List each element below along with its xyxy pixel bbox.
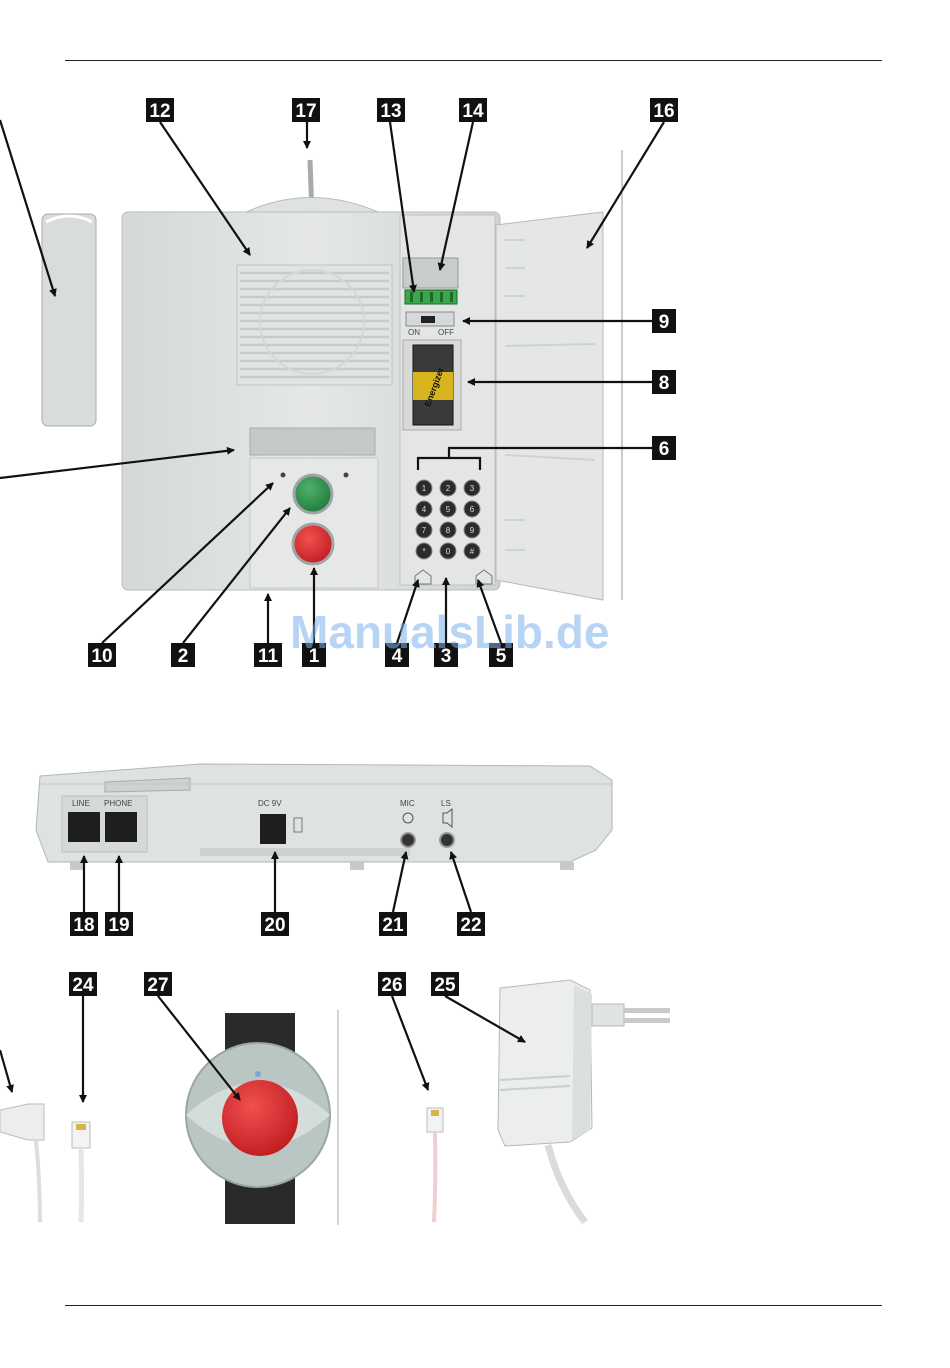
battery-door [496, 212, 603, 600]
svg-text:21: 21 [382, 915, 404, 936]
svg-text:11: 11 [258, 646, 279, 667]
callout-19: 19 [105, 912, 133, 936]
keypad-key[interactable]: 2 [440, 480, 456, 496]
svg-text:25: 25 [434, 975, 456, 996]
callout-25: 25 [431, 972, 459, 996]
keypad-key-label: 4 [422, 505, 427, 514]
svg-text:14: 14 [462, 101, 484, 122]
callout-8: 8 [652, 370, 676, 394]
keypad-key[interactable]: 9 [464, 522, 480, 538]
svg-text:19: 19 [108, 915, 129, 936]
callout-11: 11 [254, 643, 282, 667]
svg-text:27: 27 [147, 975, 168, 996]
ls-port-label: LS [441, 799, 451, 808]
keypad-key[interactable]: 4 [416, 501, 432, 517]
dc-jack[interactable] [260, 814, 286, 844]
watermark: ManualsLib.de [290, 606, 609, 658]
callout-18: 18 [70, 912, 98, 936]
keypad-key[interactable]: # [464, 543, 480, 559]
belt-clip [42, 214, 96, 426]
keypad-key-label: 9 [470, 526, 475, 535]
phone-port-label: PHONE [104, 799, 132, 808]
red-emergency-button[interactable] [293, 524, 333, 564]
callout-9: 9 [652, 309, 676, 333]
callout-12: 12 [146, 98, 174, 122]
switch-on-label: ON [408, 328, 420, 337]
keypad-key[interactable]: 7 [416, 522, 432, 538]
svg-text:12: 12 [149, 101, 170, 122]
callout-27: 27 [144, 972, 172, 996]
svg-text:16: 16 [653, 101, 674, 122]
keypad-key-label: 5 [446, 505, 451, 514]
tae-adapter [0, 1104, 44, 1140]
svg-text:18: 18 [73, 915, 94, 936]
svg-text:13: 13 [380, 101, 401, 122]
keypad-key[interactable]: 6 [464, 501, 480, 517]
keypad-key[interactable]: 0 [440, 543, 456, 559]
accessories [0, 980, 670, 1225]
keypad-key[interactable]: 8 [440, 522, 456, 538]
callout-6: 6 [652, 436, 676, 460]
callout-21: 21 [379, 912, 407, 936]
mic-port-label: MIC [400, 799, 415, 808]
callout-14: 14 [459, 98, 487, 122]
svg-text:6: 6 [659, 439, 670, 460]
svg-text:24: 24 [72, 975, 94, 996]
svg-text:2: 2 [178, 646, 189, 667]
microphone-hole [344, 473, 349, 478]
rear-panel: LINE PHONE DC 9V MIC LS [36, 764, 612, 870]
callout-24: 24 [69, 972, 97, 996]
green-button[interactable] [294, 475, 332, 513]
keypad-key[interactable]: 3 [464, 480, 480, 496]
keypad-key[interactable]: * [416, 543, 432, 559]
callout-13: 13 [377, 98, 405, 122]
svg-text:22: 22 [460, 915, 481, 936]
svg-text:9: 9 [659, 312, 670, 333]
keypad-key[interactable]: 1 [416, 480, 432, 496]
line-jack[interactable] [68, 812, 100, 842]
keypad-key-label: 0 [446, 547, 451, 556]
callout-16: 16 [650, 98, 678, 122]
callout-26: 26 [378, 972, 406, 996]
keypad-key-label: 1 [422, 484, 427, 493]
battery-compartment: Energizer [403, 340, 461, 430]
keypad-key-label: 6 [470, 505, 475, 514]
svg-text:26: 26 [381, 975, 402, 996]
callout-20: 20 [261, 912, 289, 936]
wrist-pendant [186, 1013, 330, 1224]
keypad-key-label: # [470, 547, 475, 556]
svg-text:8: 8 [659, 373, 670, 394]
keypad-key-label: 8 [446, 526, 451, 535]
dc-port-label: DC 9V [258, 799, 282, 808]
svg-text:10: 10 [91, 646, 112, 667]
switch-off-label: OFF [438, 328, 454, 337]
led-indicator [281, 473, 286, 478]
keypad-key[interactable]: 5 [440, 501, 456, 517]
line-port-label: LINE [72, 799, 90, 808]
speaker-grille [237, 265, 392, 385]
keypad-key-label: 2 [446, 484, 451, 493]
main-unit-front: ON OFF Energizer 1 2 3 4 5 6 7 8 9 * 0 # [42, 150, 622, 600]
mic-jack[interactable] [401, 833, 415, 847]
display-window [250, 428, 375, 455]
keypad-key-label: 7 [422, 526, 427, 535]
svg-text:20: 20 [264, 915, 285, 936]
svg-text:17: 17 [295, 101, 316, 122]
ls-jack[interactable] [440, 833, 454, 847]
phone-jack[interactable] [105, 812, 137, 842]
keypad-key-label: * [422, 547, 425, 556]
power-adapter [498, 980, 670, 1222]
callout-2: 2 [171, 643, 195, 667]
callout-10: 10 [88, 643, 116, 667]
callout-17: 17 [292, 98, 320, 122]
callout-22: 22 [457, 912, 485, 936]
keypad-key-label: 3 [470, 484, 475, 493]
